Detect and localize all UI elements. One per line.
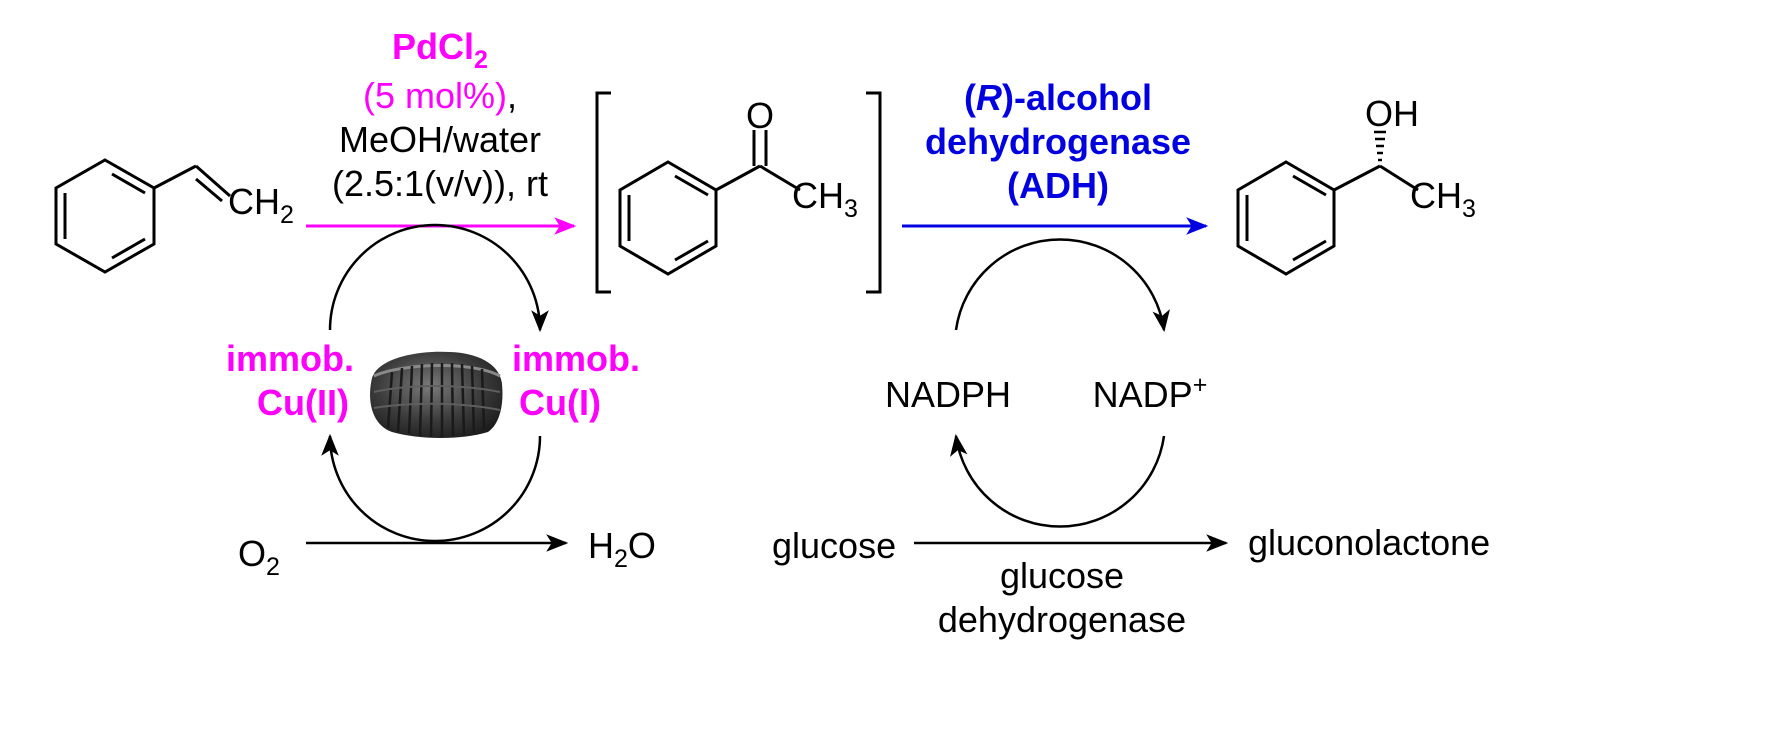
adh-line1-label: (R)-alcohol [964,77,1152,118]
pd-loading-label: (5 mol%), [363,75,517,116]
styrene-vinyl-bond [153,164,197,190]
h2o-label: H2O [588,525,656,573]
carbonyl-oxygen-label: O [746,95,774,136]
hydroxyl-label: OH [1365,93,1419,134]
product-ch3-label: CH3 [1410,175,1476,223]
glucose-label: glucose [772,525,896,566]
styrene-benzene-ring [54,158,156,274]
cu2-line2-label: Cu(II) [257,382,349,423]
gdh-line1-label: glucose [1000,555,1124,596]
styrene-structure [54,158,231,274]
nadph-label: NADPH [885,374,1011,415]
product-benzene-ring [1236,160,1336,276]
o2-label: O2 [238,533,280,581]
nadp-plus-label: NADP+ [1093,371,1208,415]
acetophenone-benzene-ring [618,160,718,276]
cu1-line1-label: immob. [512,338,640,379]
solvent-label: MeOH/water [339,119,541,160]
adh-line3-label: (ADH) [1007,165,1109,206]
acetophenone-structure [618,130,801,276]
cofactor-lower-arc [950,433,1166,528]
adh-line2-label: dehydrogenase [925,121,1191,162]
cofactor-upper-arc [954,238,1170,333]
gluconolactone-label: gluconolactone [1248,522,1490,563]
immobilized-catalyst-pellet-image [370,351,503,438]
product-structure [1236,160,1419,276]
acetophenone-ch3-label: CH3 [792,175,858,223]
stereo-hash-bond [1374,130,1386,162]
styrene-ch2-label: CH2 [228,181,294,229]
gdh-line2-label: dehydrogenase [938,599,1186,640]
cu2-line1-label: immob. [226,338,354,379]
ratio-label: (2.5:1(v/v)), rt [332,163,548,204]
copper-upper-arc [328,223,549,333]
acetophenone-brackets [595,91,882,294]
copper-lower-arc [321,433,542,543]
pdcl2-label: PdCl2 [392,26,488,74]
cu1-line2-label: Cu(I) [519,382,601,423]
